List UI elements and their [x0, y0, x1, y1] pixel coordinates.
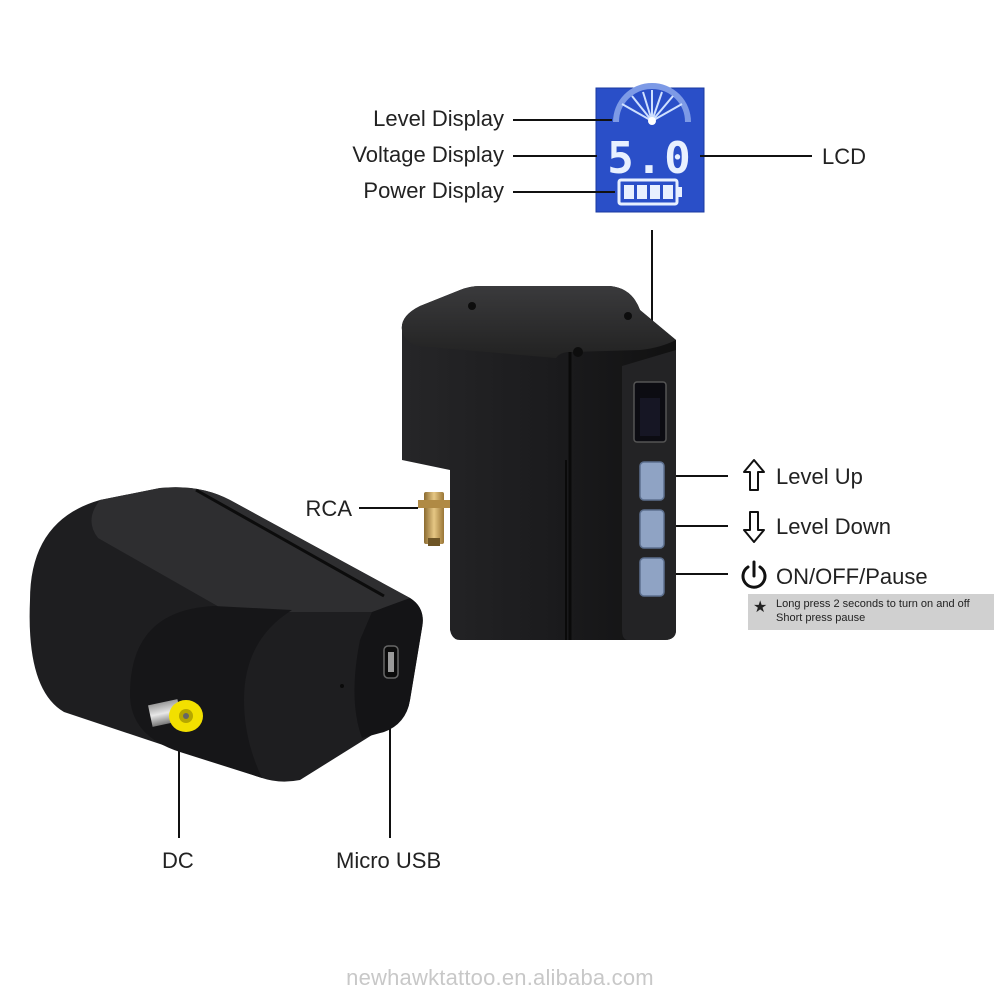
- arrow-down-icon: [743, 511, 765, 543]
- level-down-button[interactable]: [639, 509, 665, 549]
- dc-plug: [148, 699, 203, 732]
- power-supply-lying: [29, 487, 423, 782]
- power-button-note: ★ Long press 2 seconds to turn on and of…: [748, 594, 994, 630]
- power-button[interactable]: [639, 557, 665, 597]
- rca-label: RCA: [305, 496, 352, 521]
- watermark: newhawktattoo.en.alibaba.com: [346, 965, 654, 990]
- dc-label: DC: [162, 848, 194, 873]
- micro-usb-label: Micro USB: [336, 848, 442, 873]
- battery-bar: [663, 185, 673, 199]
- battery-bar: [624, 185, 634, 199]
- arrow-up-icon: [743, 459, 765, 491]
- note-line-2: Short press pause: [776, 612, 866, 624]
- power-display-label: Power Display: [363, 178, 504, 203]
- level-display-label: Level Display: [373, 106, 504, 131]
- rca-pin: [418, 492, 450, 546]
- level-up-button[interactable]: [639, 461, 665, 501]
- level-down-label: Level Down: [776, 514, 891, 539]
- power-supply-upright: [401, 286, 676, 640]
- voltage-readout: 5.0: [607, 133, 692, 184]
- battery-bar: [650, 185, 660, 199]
- gauge-center-dot: [648, 117, 656, 125]
- voltage-display-label: Voltage Display: [352, 142, 504, 167]
- battery-bar: [637, 185, 647, 199]
- level-gauge-icon: [613, 83, 691, 123]
- lcd-label: LCD: [822, 144, 867, 169]
- battery-icon: [617, 178, 682, 206]
- on-off-pause-label: ON/OFF/Pause: [776, 564, 928, 589]
- lcd-zoom-panel: 5.0: [595, 83, 705, 213]
- star-icon: ★: [753, 599, 768, 616]
- note-line-1: Long press 2 seconds to turn on and off: [776, 598, 970, 610]
- power-icon: [741, 560, 767, 589]
- level-up-label: Level Up: [776, 464, 863, 489]
